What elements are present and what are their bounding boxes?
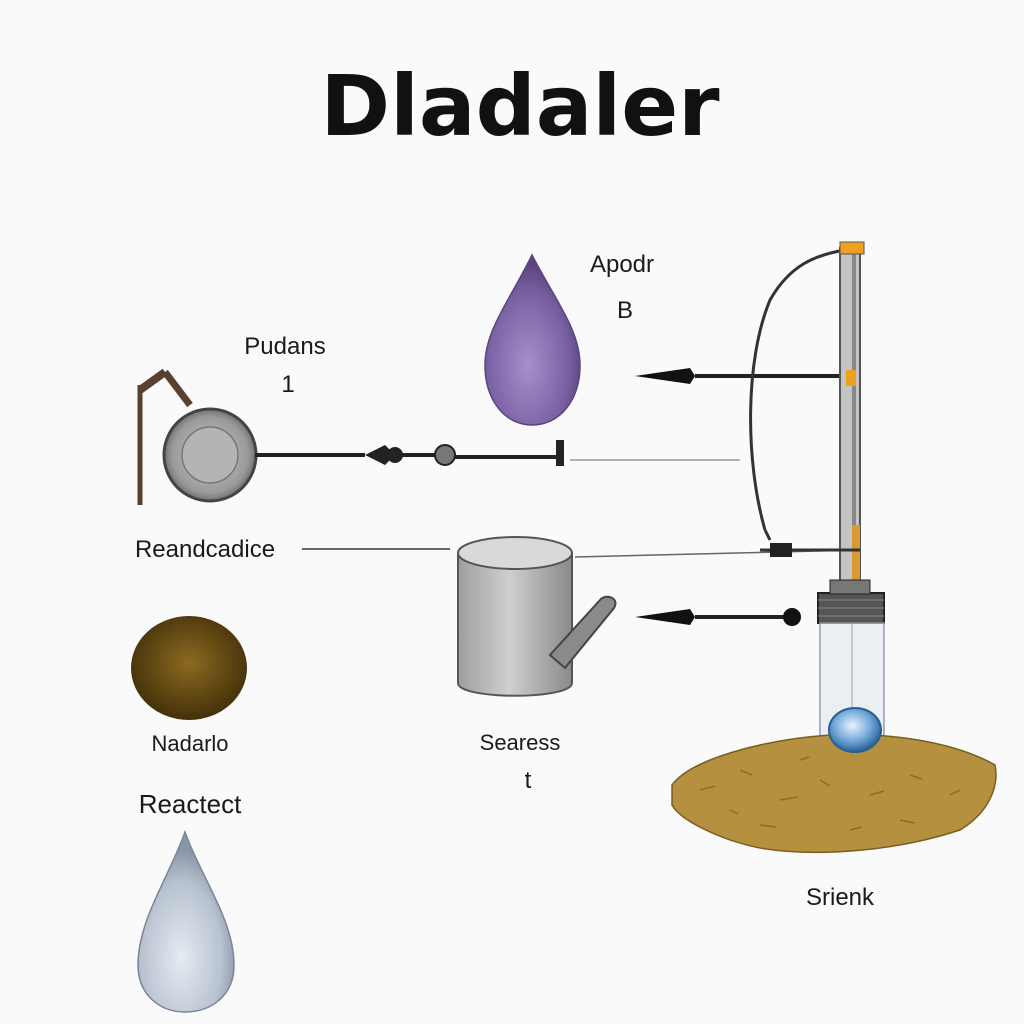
lower-probe	[635, 608, 801, 626]
upper-probe	[635, 368, 850, 384]
label-cylinder: Searess	[480, 730, 561, 755]
label-disc-sub: 1	[281, 371, 294, 398]
clear-drop	[137, 829, 235, 1013]
brown-sphere	[131, 616, 247, 720]
label-clear-drop: Reactect	[139, 789, 242, 819]
valve-connector	[365, 440, 740, 466]
label-disc: Pudans	[244, 333, 325, 360]
column-apparatus	[574, 241, 885, 624]
diagram-title: Dladaler	[320, 57, 720, 155]
purple-drop	[484, 253, 581, 426]
label-purple-drop-sub: B	[617, 297, 633, 324]
grey-disc	[162, 407, 258, 503]
label-purple-drop: Apodr	[590, 251, 654, 278]
label-beaker-row: Reandcadice	[135, 536, 275, 563]
label-soil: Srienk	[806, 884, 875, 911]
disc-stand	[137, 368, 193, 505]
soil-pile	[671, 733, 997, 854]
soil-texture	[699, 756, 961, 831]
label-cylinder-sub: t	[525, 767, 532, 794]
label-brown-sphere: Nadarlo	[151, 731, 228, 756]
grey-cylinder	[457, 536, 617, 697]
blue-bead	[828, 707, 882, 753]
